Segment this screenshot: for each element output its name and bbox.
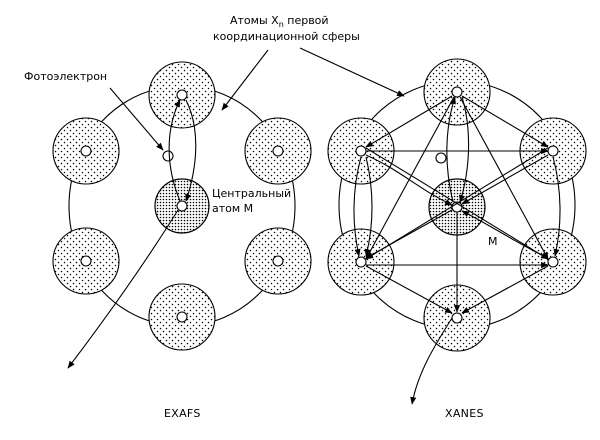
atoms-pointer-left — [221, 49, 269, 111]
central-atom-m — [154, 178, 210, 234]
photoelectron-label: Фотоэлектрон — [24, 70, 107, 83]
atom-center-dot — [355, 145, 367, 157]
exafs-panel — [52, 61, 312, 369]
neighbor-atom-top — [148, 61, 216, 129]
xanes-caption: XANES — [445, 407, 484, 420]
xanes-panel — [327, 58, 587, 405]
atoms-label-line1: Атомы Xn первой — [230, 14, 329, 29]
atom-center-dot — [547, 145, 559, 157]
atom-center-dot — [355, 256, 367, 268]
atom-center-dot — [176, 89, 188, 101]
scattering-path-back — [185, 99, 197, 202]
atom-center-dot — [451, 312, 463, 324]
atom-center-dot — [272, 145, 284, 157]
multiple-scattering-paths — [353, 95, 561, 314]
central-atom-label-line1: Центральный — [212, 187, 291, 200]
central-atom-label-line2: атом M — [212, 202, 253, 215]
neighbor-atom-lower-left — [52, 227, 120, 295]
atom-center-dot — [80, 255, 92, 267]
exafs-caption: EXAFS — [164, 407, 201, 420]
photoelectron-dot — [162, 150, 174, 162]
scattering-path-out — [168, 99, 181, 202]
central-atom-label-right: M — [488, 235, 498, 248]
neighbor-atom-upper-right — [244, 117, 312, 185]
neighbor-atom-lower-left — [327, 228, 395, 296]
neighbor-atom-upper-right — [519, 117, 587, 185]
atom-center-dot — [176, 311, 188, 323]
atoms-pointer-right — [299, 47, 405, 97]
escaping-photoelectron-path — [67, 209, 179, 369]
photoelectron-pointer — [109, 87, 164, 151]
neighbor-atom-top — [423, 58, 491, 126]
neighbor-atom-bottom — [148, 283, 216, 351]
neighbor-atom-lower-right — [244, 227, 312, 295]
neighbor-atom-upper-left — [327, 117, 395, 185]
atom-center-dot — [451, 86, 463, 98]
atoms-label-line2: координационной сферы — [213, 30, 360, 43]
central-atom-dot — [176, 200, 188, 212]
neighbor-atom-upper-left — [52, 117, 120, 185]
atom-center-dot — [80, 145, 92, 157]
photoelectron-dot — [435, 152, 447, 164]
escaping-photoelectron-path — [410, 317, 453, 405]
atom-center-dot — [547, 256, 559, 268]
atom-center-dot — [272, 255, 284, 267]
neighbor-atom-lower-right — [519, 228, 587, 296]
